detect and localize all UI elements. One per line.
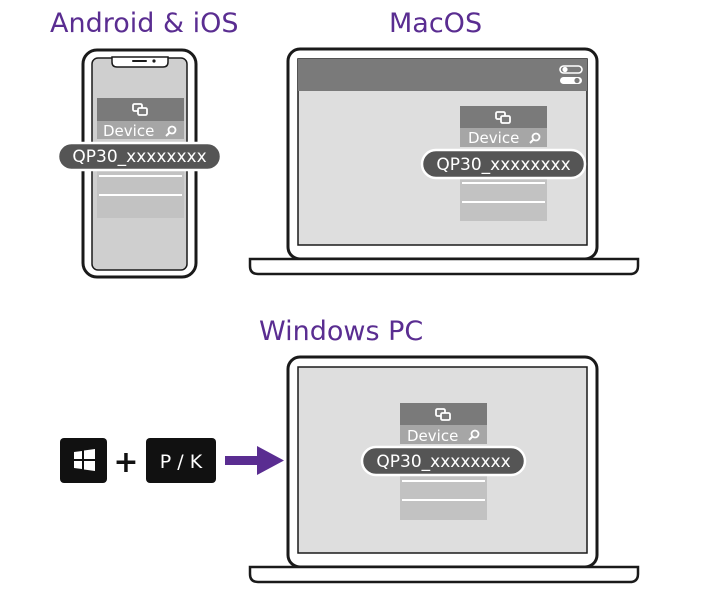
search-icon — [165, 125, 177, 137]
screen-mirror-icon — [132, 103, 148, 116]
windows-key — [60, 438, 107, 483]
windows-device-list: Device QP30_xxxxxxxx — [360, 403, 527, 520]
device-entry-name: QP30_xxxxxxxx — [72, 147, 206, 167]
toggle-switch-icon — [559, 65, 583, 84]
device-search-label: Device — [468, 129, 519, 147]
p-k-key-label: P / K — [160, 451, 203, 473]
search-icon — [468, 429, 480, 441]
heading-android-ios: Android & iOS — [50, 8, 239, 39]
device-entry-name: QP30_xxxxxxxx — [436, 155, 570, 175]
device-entry-name: QP30_xxxxxxxx — [376, 452, 510, 472]
windows-logo-icon — [74, 449, 95, 471]
p-k-key: P / K — [146, 438, 216, 483]
device-search-label: Device — [103, 122, 154, 140]
arrow-right-icon — [225, 446, 284, 475]
screen-mirror-icon — [495, 111, 511, 124]
phone-device-list: Device QP30_xxxxxxxx — [56, 98, 223, 218]
device-entry-pill[interactable]: QP30_xxxxxxxx — [360, 445, 527, 477]
mac-device-list: Device QP30_xxxxxxxx — [420, 106, 587, 221]
screen-mirror-icon — [435, 408, 451, 421]
heading-windows-pc: Windows PC — [259, 316, 424, 347]
device-search-label: Device — [407, 427, 458, 445]
device-entry-pill[interactable]: QP30_xxxxxxxx — [420, 148, 587, 180]
plus-sign: + — [113, 445, 138, 480]
heading-macos: MacOS — [389, 8, 483, 39]
device-entry-pill[interactable]: QP30_xxxxxxxx — [56, 141, 223, 172]
search-icon — [529, 132, 541, 144]
